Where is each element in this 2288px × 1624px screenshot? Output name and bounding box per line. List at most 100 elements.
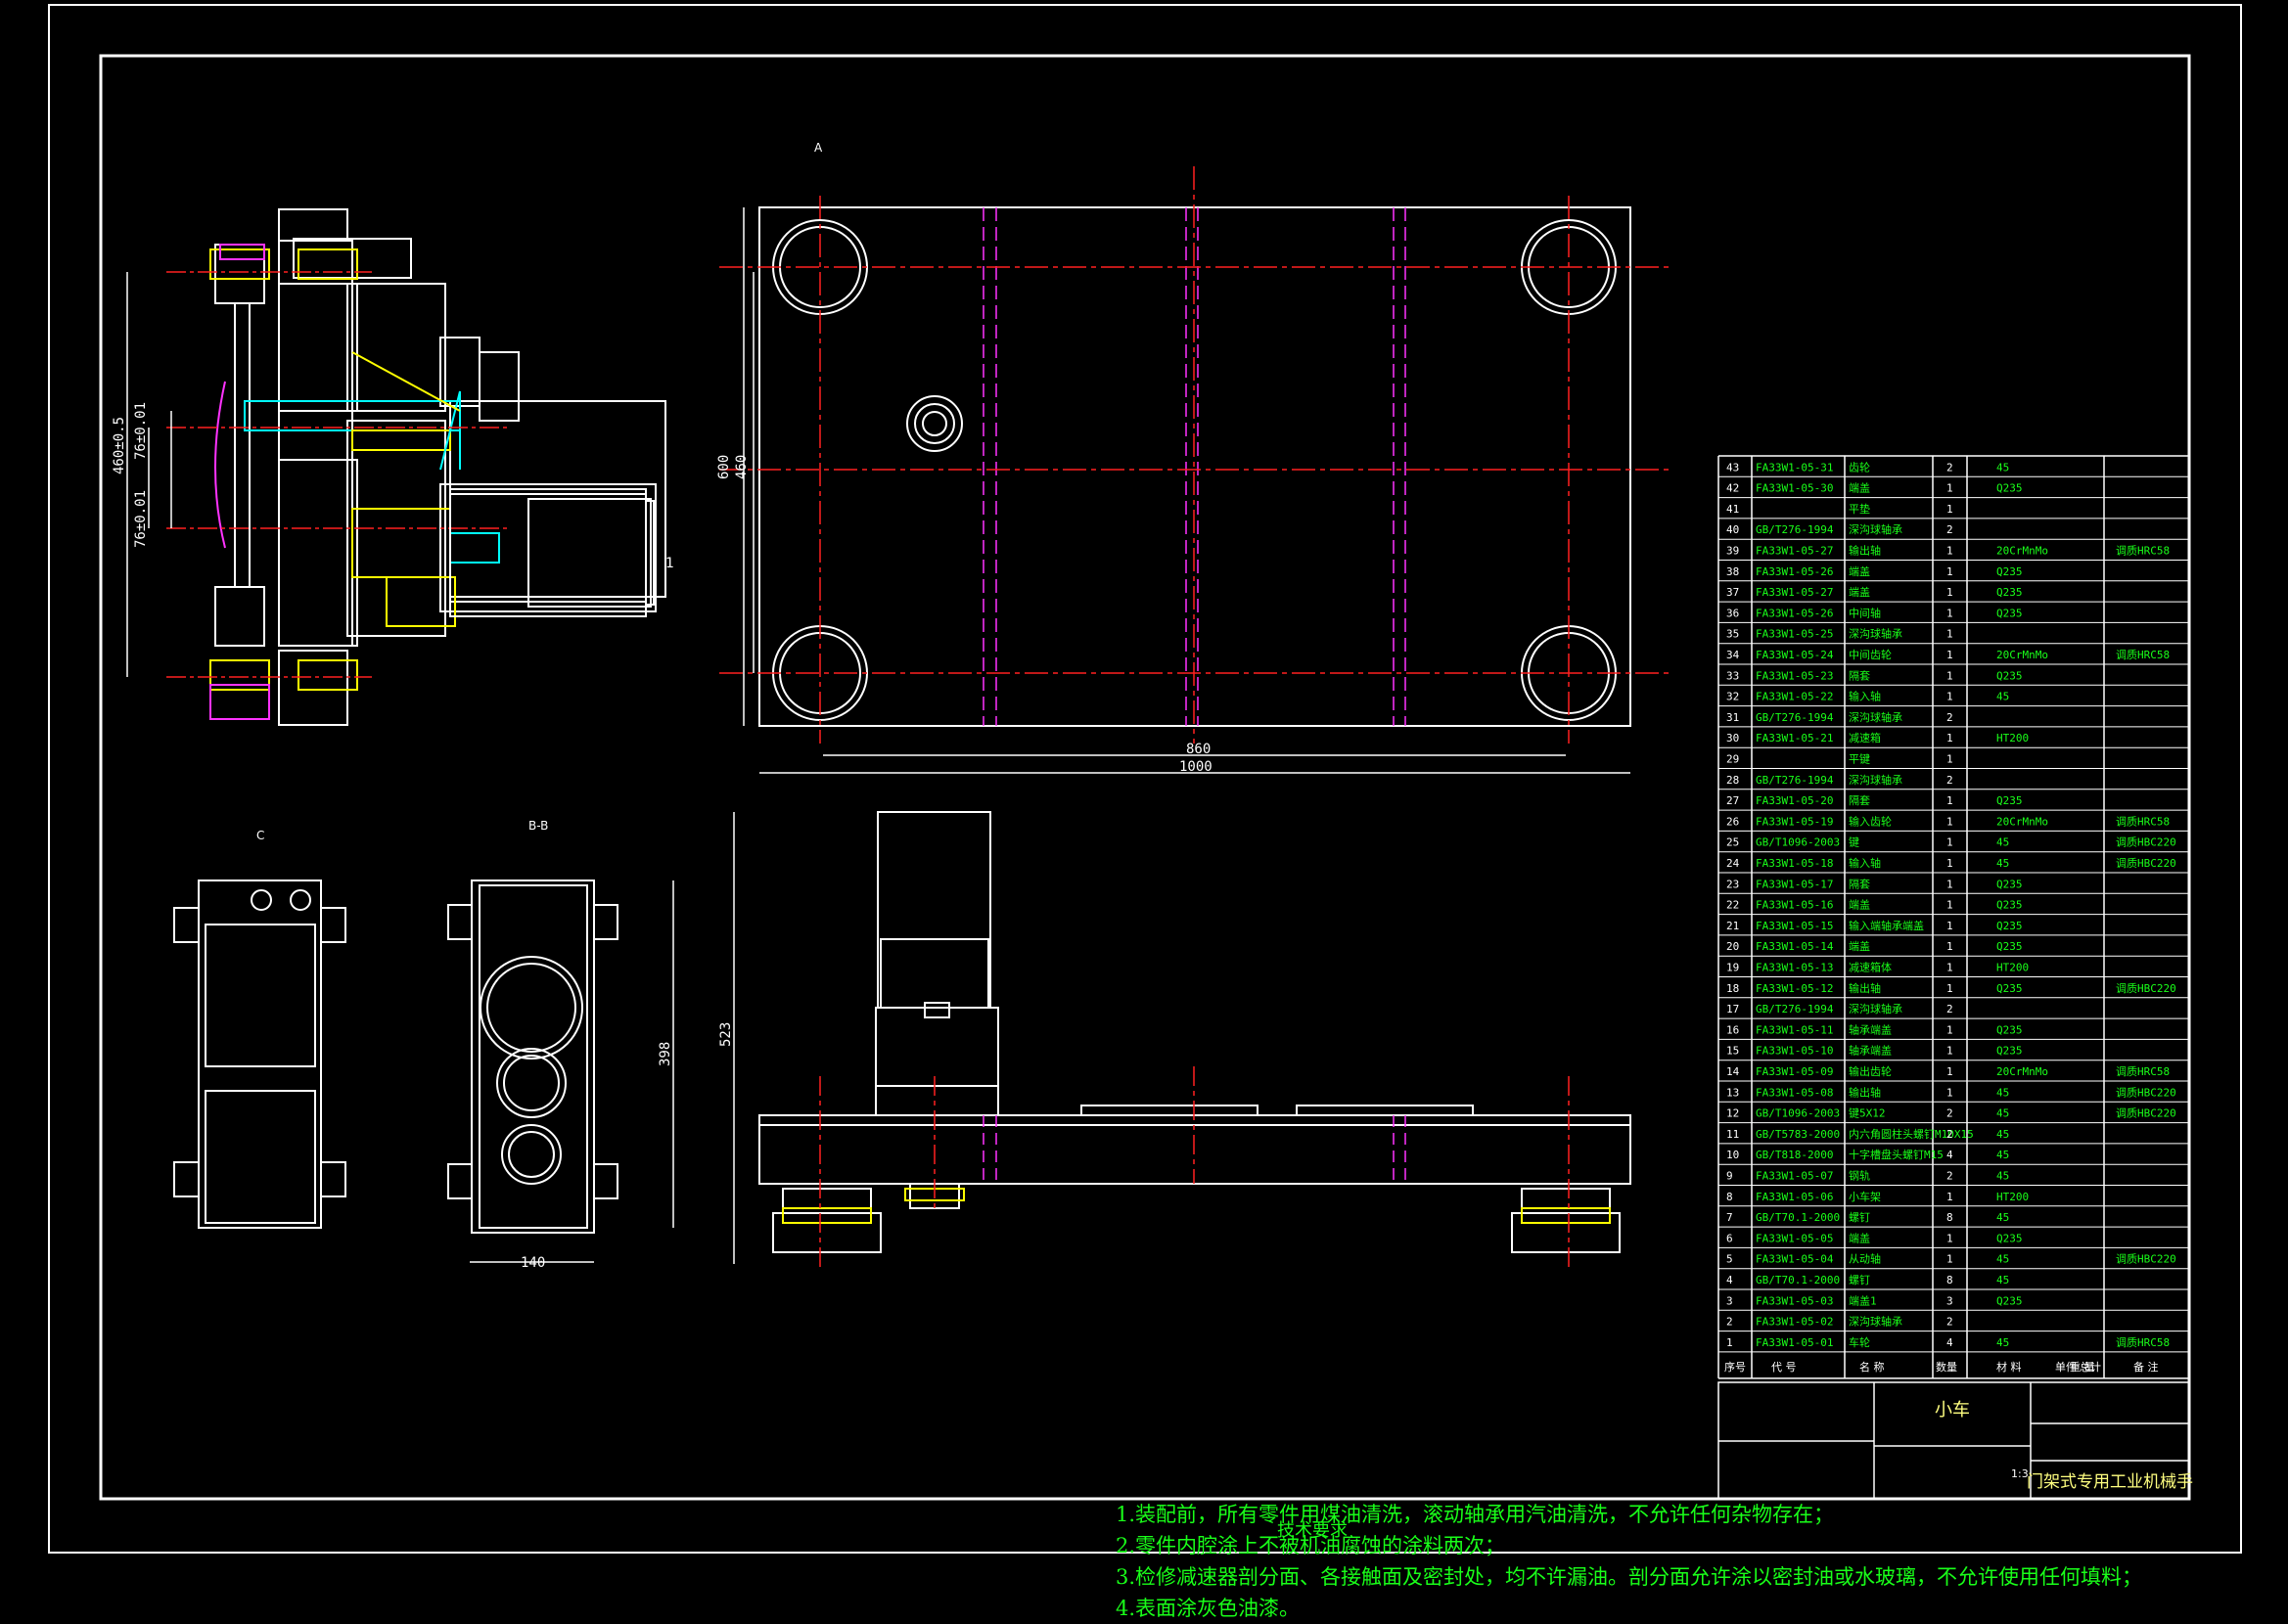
front-view <box>758 811 1631 1253</box>
bom-code: GB/T276-1994 <box>1756 523 1834 536</box>
bom-name: 深沟球轴承 <box>1849 1002 1902 1015</box>
bom-name: 从动轴 <box>1849 1252 1881 1266</box>
bom-no: 40 <box>1726 523 1739 536</box>
bom-header-cell: 单件 <box>2055 1361 2077 1374</box>
bom-code: FA33W1-05-10 <box>1756 1045 1833 1058</box>
bom-qty: 2 <box>1946 711 1953 724</box>
bom-qty: 8 <box>1946 1274 1953 1286</box>
bom-name: 车轮 <box>1849 1335 1870 1349</box>
bom-note: 调质HBC220 <box>2116 1253 2176 1266</box>
bom-qty: 8 <box>1946 1211 1953 1224</box>
bom-material: Q235 <box>1996 586 2023 599</box>
bom-name: 十字槽盘头螺钉M15 <box>1849 1148 1944 1161</box>
bom-material: Q235 <box>1996 565 2023 578</box>
bom-qty: 1 <box>1946 1253 1953 1266</box>
bom-name: 输出齿轮 <box>1849 1064 1892 1078</box>
bom-note: 调质HRC58 <box>2116 1065 2170 1078</box>
bom-no: 26 <box>1726 815 1739 828</box>
bom-no: 2 <box>1726 1316 1733 1329</box>
bom-material: Q235 <box>1996 482 2023 495</box>
bom-name: 隔套 <box>1849 878 1870 890</box>
reducer-dimension-lines <box>126 272 172 677</box>
bom-qty: 1 <box>1946 1191 1953 1203</box>
bom-qty: 1 <box>1946 586 1953 599</box>
bom-qty: 1 <box>1946 607 1953 619</box>
bom-qty: 1 <box>1946 649 1953 661</box>
bom-material: 45 <box>1996 1170 2009 1183</box>
bom-material: Q235 <box>1996 1232 2023 1244</box>
bom-name: 深沟球轴承 <box>1849 710 1902 724</box>
bom-material: 45 <box>1996 1274 2009 1286</box>
bom-name: 键 <box>1849 835 1859 849</box>
plan-view <box>758 206 1631 727</box>
bom-name: 中间轴 <box>1849 606 1881 619</box>
reducer-section-view <box>214 208 666 726</box>
bom-qty: 3 <box>1946 1294 1953 1307</box>
bom-code: GB/T70.1-2000 <box>1756 1211 1840 1224</box>
bom-no: 41 <box>1726 503 1739 516</box>
bom-no: 9 <box>1726 1170 1733 1183</box>
dim-front-height: 523 <box>718 1022 734 1047</box>
bom-qty: 1 <box>1946 1065 1953 1078</box>
bom-code: FA33W1-05-18 <box>1756 857 1833 870</box>
dim-plan-inner-height: 460 <box>734 455 750 479</box>
bom-no: 20 <box>1726 940 1739 953</box>
bom-code: GB/T5783-2000 <box>1756 1128 1840 1141</box>
bom-material: Q235 <box>1996 794 2023 807</box>
bom-material: 45 <box>1996 691 2009 703</box>
reducer-section-accents <box>209 244 500 720</box>
bom-material: 20CrMnMo <box>1996 1065 2048 1078</box>
view-b-dims <box>470 880 674 1263</box>
bom-no: 31 <box>1726 711 1739 724</box>
bom-code: GB/T276-1994 <box>1756 711 1834 724</box>
bom-note: 调质HRC58 <box>2116 815 2170 828</box>
bom-material: Q235 <box>1996 878 2023 890</box>
bom-qty: 1 <box>1946 982 1953 995</box>
bom-name: 端盖1 <box>1849 1293 1877 1307</box>
bom-qty: 1 <box>1946 565 1953 578</box>
bom-no: 27 <box>1726 794 1739 807</box>
bom-note: 调质HRC58 <box>2116 545 2170 558</box>
bom-code: FA33W1-05-15 <box>1756 920 1833 932</box>
note-line-1: 1.装配前，所有零件用煤油清洗，滚动轴承用汽油清洗，不允许任何杂物存在； <box>1116 1503 1835 1526</box>
bom-material: Q235 <box>1996 1045 2023 1058</box>
bom-name: 减速箱体 <box>1849 961 1892 974</box>
bom-qty: 1 <box>1946 503 1953 516</box>
bom-no: 43 <box>1726 461 1739 474</box>
bom-no: 24 <box>1726 857 1740 870</box>
bom-note: 调质HRC58 <box>2116 1336 2170 1349</box>
bom-code: FA33W1-05-02 <box>1756 1316 1833 1329</box>
bom-code: FA33W1-05-31 <box>1756 461 1833 474</box>
dim-left-a: 76±0.01 <box>133 402 149 460</box>
bom-note: 调质HBC220 <box>2116 1107 2176 1120</box>
left-motor <box>449 488 655 617</box>
bom-qty: 2 <box>1946 1128 1953 1141</box>
bom-code: FA33W1-05-27 <box>1756 545 1833 558</box>
bom-no: 25 <box>1726 836 1739 849</box>
bom-no: 42 <box>1726 482 1739 495</box>
bom-name: 输入端轴承端盖 <box>1849 919 1924 932</box>
bom-name: 输入轴 <box>1849 690 1881 703</box>
bom-name: 端盖 <box>1849 564 1870 578</box>
bom-qty: 2 <box>1946 774 1953 787</box>
bom-material: 20CrMnMo <box>1996 545 2048 558</box>
bom-qty: 2 <box>1946 523 1953 536</box>
bom-material: 45 <box>1996 1128 2009 1141</box>
bom-no: 22 <box>1726 899 1739 912</box>
bom-qty: 1 <box>1946 878 1953 890</box>
bom-material: HT200 <box>1996 1191 2029 1203</box>
bom-material: 45 <box>1996 1086 2009 1099</box>
bom-material: 45 <box>1996 1149 2009 1161</box>
bom-code: GB/T1096-2003 <box>1756 836 1840 849</box>
bom-qty: 1 <box>1946 1023 1953 1036</box>
bom-material: Q235 <box>1996 920 2023 932</box>
bom-code: GB/T1096-2003 <box>1756 1107 1840 1120</box>
bom-code: FA33W1-05-13 <box>1756 962 1833 974</box>
bom-qty: 1 <box>1946 545 1953 558</box>
scale-value: 1:3 <box>2011 1467 2029 1480</box>
bom-name: 隔套 <box>1849 794 1870 807</box>
bom-code: FA33W1-05-23 <box>1756 669 1833 682</box>
bom-name: 深沟球轴承 <box>1849 627 1902 641</box>
technical-notes: 1.装配前，所有零件用煤油清洗，滚动轴承用汽油清洗，不允许任何杂物存在； 2.零… <box>1116 1499 2142 1624</box>
